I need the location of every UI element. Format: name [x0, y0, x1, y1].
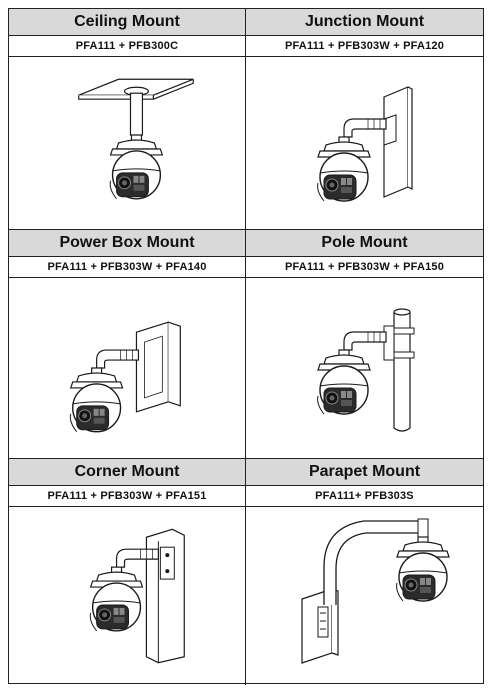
mount-parts: PFA111+ PFB303S	[246, 486, 483, 507]
mount-title: Junction Mount	[246, 9, 483, 36]
mount-parts: PFA111 + PFB300C	[9, 36, 245, 57]
mount-parts: PFA111 + PFB303W + PFA151	[9, 486, 245, 507]
mount-cell-corner: Corner Mount PFA111 + PFB303W + PFA151	[9, 459, 246, 685]
mount-cell-parapet: Parapet Mount PFA111+ PFB303S	[246, 459, 483, 685]
parapet-mount-illustration	[246, 507, 483, 686]
mount-title: Ceiling Mount	[9, 9, 245, 36]
table-row: Ceiling Mount PFA111 + PFB300C Junction …	[9, 9, 483, 230]
mount-parts: PFA111 + PFB303W + PFA140	[9, 257, 245, 278]
mount-cell-ceiling: Ceiling Mount PFA111 + PFB300C	[9, 9, 246, 229]
table-row: Power Box Mount PFA111 + PFB303W + PFA14…	[9, 230, 483, 459]
mount-options-table: Ceiling Mount PFA111 + PFB300C Junction …	[8, 8, 484, 685]
ceiling-mount-illustration	[9, 57, 245, 231]
corner-mount-illustration	[9, 507, 245, 686]
mount-parts: PFA111 + PFB303W + PFA120	[246, 36, 483, 57]
mount-title: Power Box Mount	[9, 230, 245, 257]
junction-mount-illustration	[246, 57, 483, 231]
mount-cell-power-box: Power Box Mount PFA111 + PFB303W + PFA14…	[9, 230, 246, 458]
mount-title: Pole Mount	[246, 230, 483, 257]
mount-cell-junction: Junction Mount PFA111 + PFB303W + PFA120	[246, 9, 483, 229]
table-row: Corner Mount PFA111 + PFB303W + PFA151 P…	[9, 459, 483, 685]
mount-parts: PFA111 + PFB303W + PFA150	[246, 257, 483, 278]
mount-title: Corner Mount	[9, 459, 245, 486]
power-box-mount-illustration	[9, 278, 245, 460]
mount-cell-pole: Pole Mount PFA111 + PFB303W + PFA150	[246, 230, 483, 458]
pole-mount-illustration	[246, 278, 483, 460]
mount-title: Parapet Mount	[246, 459, 483, 486]
